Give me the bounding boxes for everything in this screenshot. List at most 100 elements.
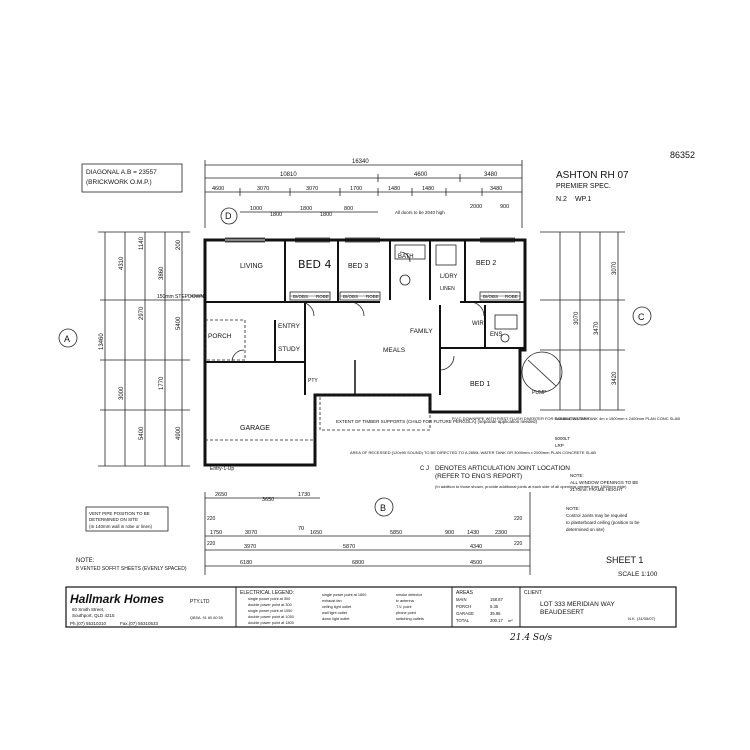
articulation-title: DENOTES ARTICULATION JOINT LOCATION [435,465,570,472]
room-bed2: BED 2 [476,260,496,267]
room-pty: PTY [308,378,318,384]
dim-top-r3-6: 900 [500,204,509,210]
dim-bot-r4-0: 6180 [240,560,252,566]
electrical-legend: ELECTRICAL LEGEND: single power point at… [240,590,424,625]
room-entry: ENTRY [278,323,301,330]
room-family: FAMILY [410,328,433,335]
company-phone: Ph.(07) 55310310 [70,621,107,626]
legend-c1-3: double power point at 1050 [248,615,294,619]
dim-bot-r2-4: 5850 [390,530,402,536]
dim-bot-r2-3: 1650 [310,530,322,536]
company-address1: 60 Smith Street, [72,607,104,612]
dim-bot-r1-2: 1730 [298,492,310,498]
dim-bot-r2-0: 1750 [210,530,222,536]
title-block: ASHTON RH 07 PREMIER SPEC. N.2 WP.1 [556,170,629,203]
room-ens: ENS [490,332,502,338]
dim-bot-r2-2: 70 [298,526,304,532]
grid-marker-b: B [374,497,394,517]
dim-top-r2-2: 3070 [306,186,318,192]
dim-left-4: 5400 [139,426,145,440]
marker-d-label: D [225,211,232,221]
dim-left-7: 200 [176,239,182,250]
dim-top-r2-4: 1480 [388,186,400,192]
legend-c3-4: switching outlets [396,617,424,621]
entry-step-note: Entry-1-Up [210,466,234,472]
robe-label-4: BI/OBS [483,294,498,299]
legend-c3-1: tv antenna [396,599,415,603]
robe-label-3: ROBE [366,294,379,299]
company-licence: QBSA. 91 60 60 59 [190,616,223,620]
dim-top-r2-6: 3480 [490,186,502,192]
dim-right-3: 3420 [612,371,618,385]
room-linen: LINEN [440,286,455,292]
control-joint-3: to plasterboard ceiling (position to be [566,520,640,525]
room-ldry: L/DRY [440,274,458,280]
dim-top-r2-3: 1700 [350,186,362,192]
company-block: Hallmark Homes PTY.LTD 60 Smith Street, … [70,592,223,626]
legend-c1-4: double power point at 1800 [248,621,294,625]
dim-right-0: 3070 [612,261,618,275]
room-bed3: BED 3 [348,263,368,270]
control-joint-4: determined on site) [566,527,605,532]
legend-c1-2: single power point at 1050 [248,609,292,613]
articulation-note: (In addition to those shown, provide add… [435,484,627,489]
room-meals: MEALS [383,347,406,354]
areas-total-label: TOTAL [456,618,470,623]
left-dimensions: 13460 4310 3000 1140 2970 5400 3860 1770… [98,231,190,467]
dim-bot-r1-1: 3650 [262,497,274,503]
soffit-note-1: NOTE: [76,558,95,564]
diagonal-line1: DIAGONAL A.B = 23557 [86,169,157,176]
recessed-area-note: AREA OF RECESSED (120x90 SOUND) TO BE DI… [350,450,596,455]
areas-total-value: 200.17 [490,618,503,623]
dim-bot-r2-1: 3070 [245,530,257,536]
dim-top-r1-1: 4600 [414,172,428,178]
dim-bot-r2-6: 1430 [467,530,479,536]
dim-bot-r1-0: 2650 [215,492,227,498]
client-suburb: BEAUDESERT [540,609,584,616]
room-garage: GARAGE [240,425,270,432]
room-labels: LIVING BED 4 BED 3 BATH L/DRY BED 2 LINE… [208,254,547,472]
window-note-1: NOTE: [570,473,584,478]
legend-c2-0: single power point at 1800 [322,593,366,597]
articulation-symbol: C J [420,466,429,472]
diagonal-note: DIAGONAL A.B = 23557 (BRICKWORK O.M.P.) [81,163,183,193]
areas-garage-value: 35.95 [490,611,501,616]
all-doors-note: All doors to be 2040 high [395,210,445,215]
legend-c2-2: ceiling light outlet [322,605,352,609]
robe-label-5: ROBE [505,294,518,299]
dim-top-r1-0: 10810 [280,172,297,178]
company-logo: Hallmark Homes [70,592,164,606]
dim-top-r3-5: 2000 [470,204,482,210]
client-block: CLIENT LOT 333 MERIDIAN WAY BEAUDESERT N… [524,590,656,621]
dim-left-8: 5400 [176,316,182,330]
vent-pipe-1: VENT PIPE POSITION TO BE [89,511,150,516]
diagonal-line2: (BRICKWORK O.M.P.) [86,179,152,186]
grid-marker-d: D [220,207,238,225]
client-lot: LOT 333 MERIDIAN WAY [540,601,615,608]
legend-c1-1: double power point at 300 [248,603,292,607]
company-fax: Fax.(07) 55310533 [120,621,159,626]
unit2-note: LRP [555,443,564,448]
soffit-note-2: 8 VENTED SOFFIT SHEETS (EVENLY SPACED) [76,566,187,572]
handwritten-signature: 21.4 So/s [509,633,553,643]
company-suffix: PTY.LTD [190,599,210,605]
pvc-downpipe-note: P.V.C DOWNPIPE WITH FIRST FLUSH DIVERTER… [452,416,590,421]
dim-top-r2-5: 1480 [422,186,434,192]
bottom-title-block: Hallmark Homes PTY.LTD 60 Smith Street, … [65,586,677,628]
sheet-number: 86352 [670,150,695,160]
marker-b-label: B [380,503,386,513]
room-bath: BATH [398,254,414,260]
dim-bot-r2-7: 2300 [495,530,507,536]
areas-main-label: MAIN [456,597,466,602]
sheet-label-scale: SCALE 1:100 [618,571,658,578]
grid-marker-c: C [632,306,652,326]
client-title: CLIENT [524,590,542,596]
room-study: STUDY [278,346,301,353]
legend-c2-4: down light outlet [322,617,350,621]
dim-top-r1-2: 3480 [484,172,498,178]
house-spec: PREMIER SPEC. [556,183,611,190]
vent-pipe-2: DETERMINED ON SITE [89,517,138,522]
dim-bot-extra-1: 220 [207,541,216,547]
company-address2: Southport, QLD 4215 [72,613,115,618]
sheet-label: SHEET 1 SCALE 1:100 [606,555,658,578]
